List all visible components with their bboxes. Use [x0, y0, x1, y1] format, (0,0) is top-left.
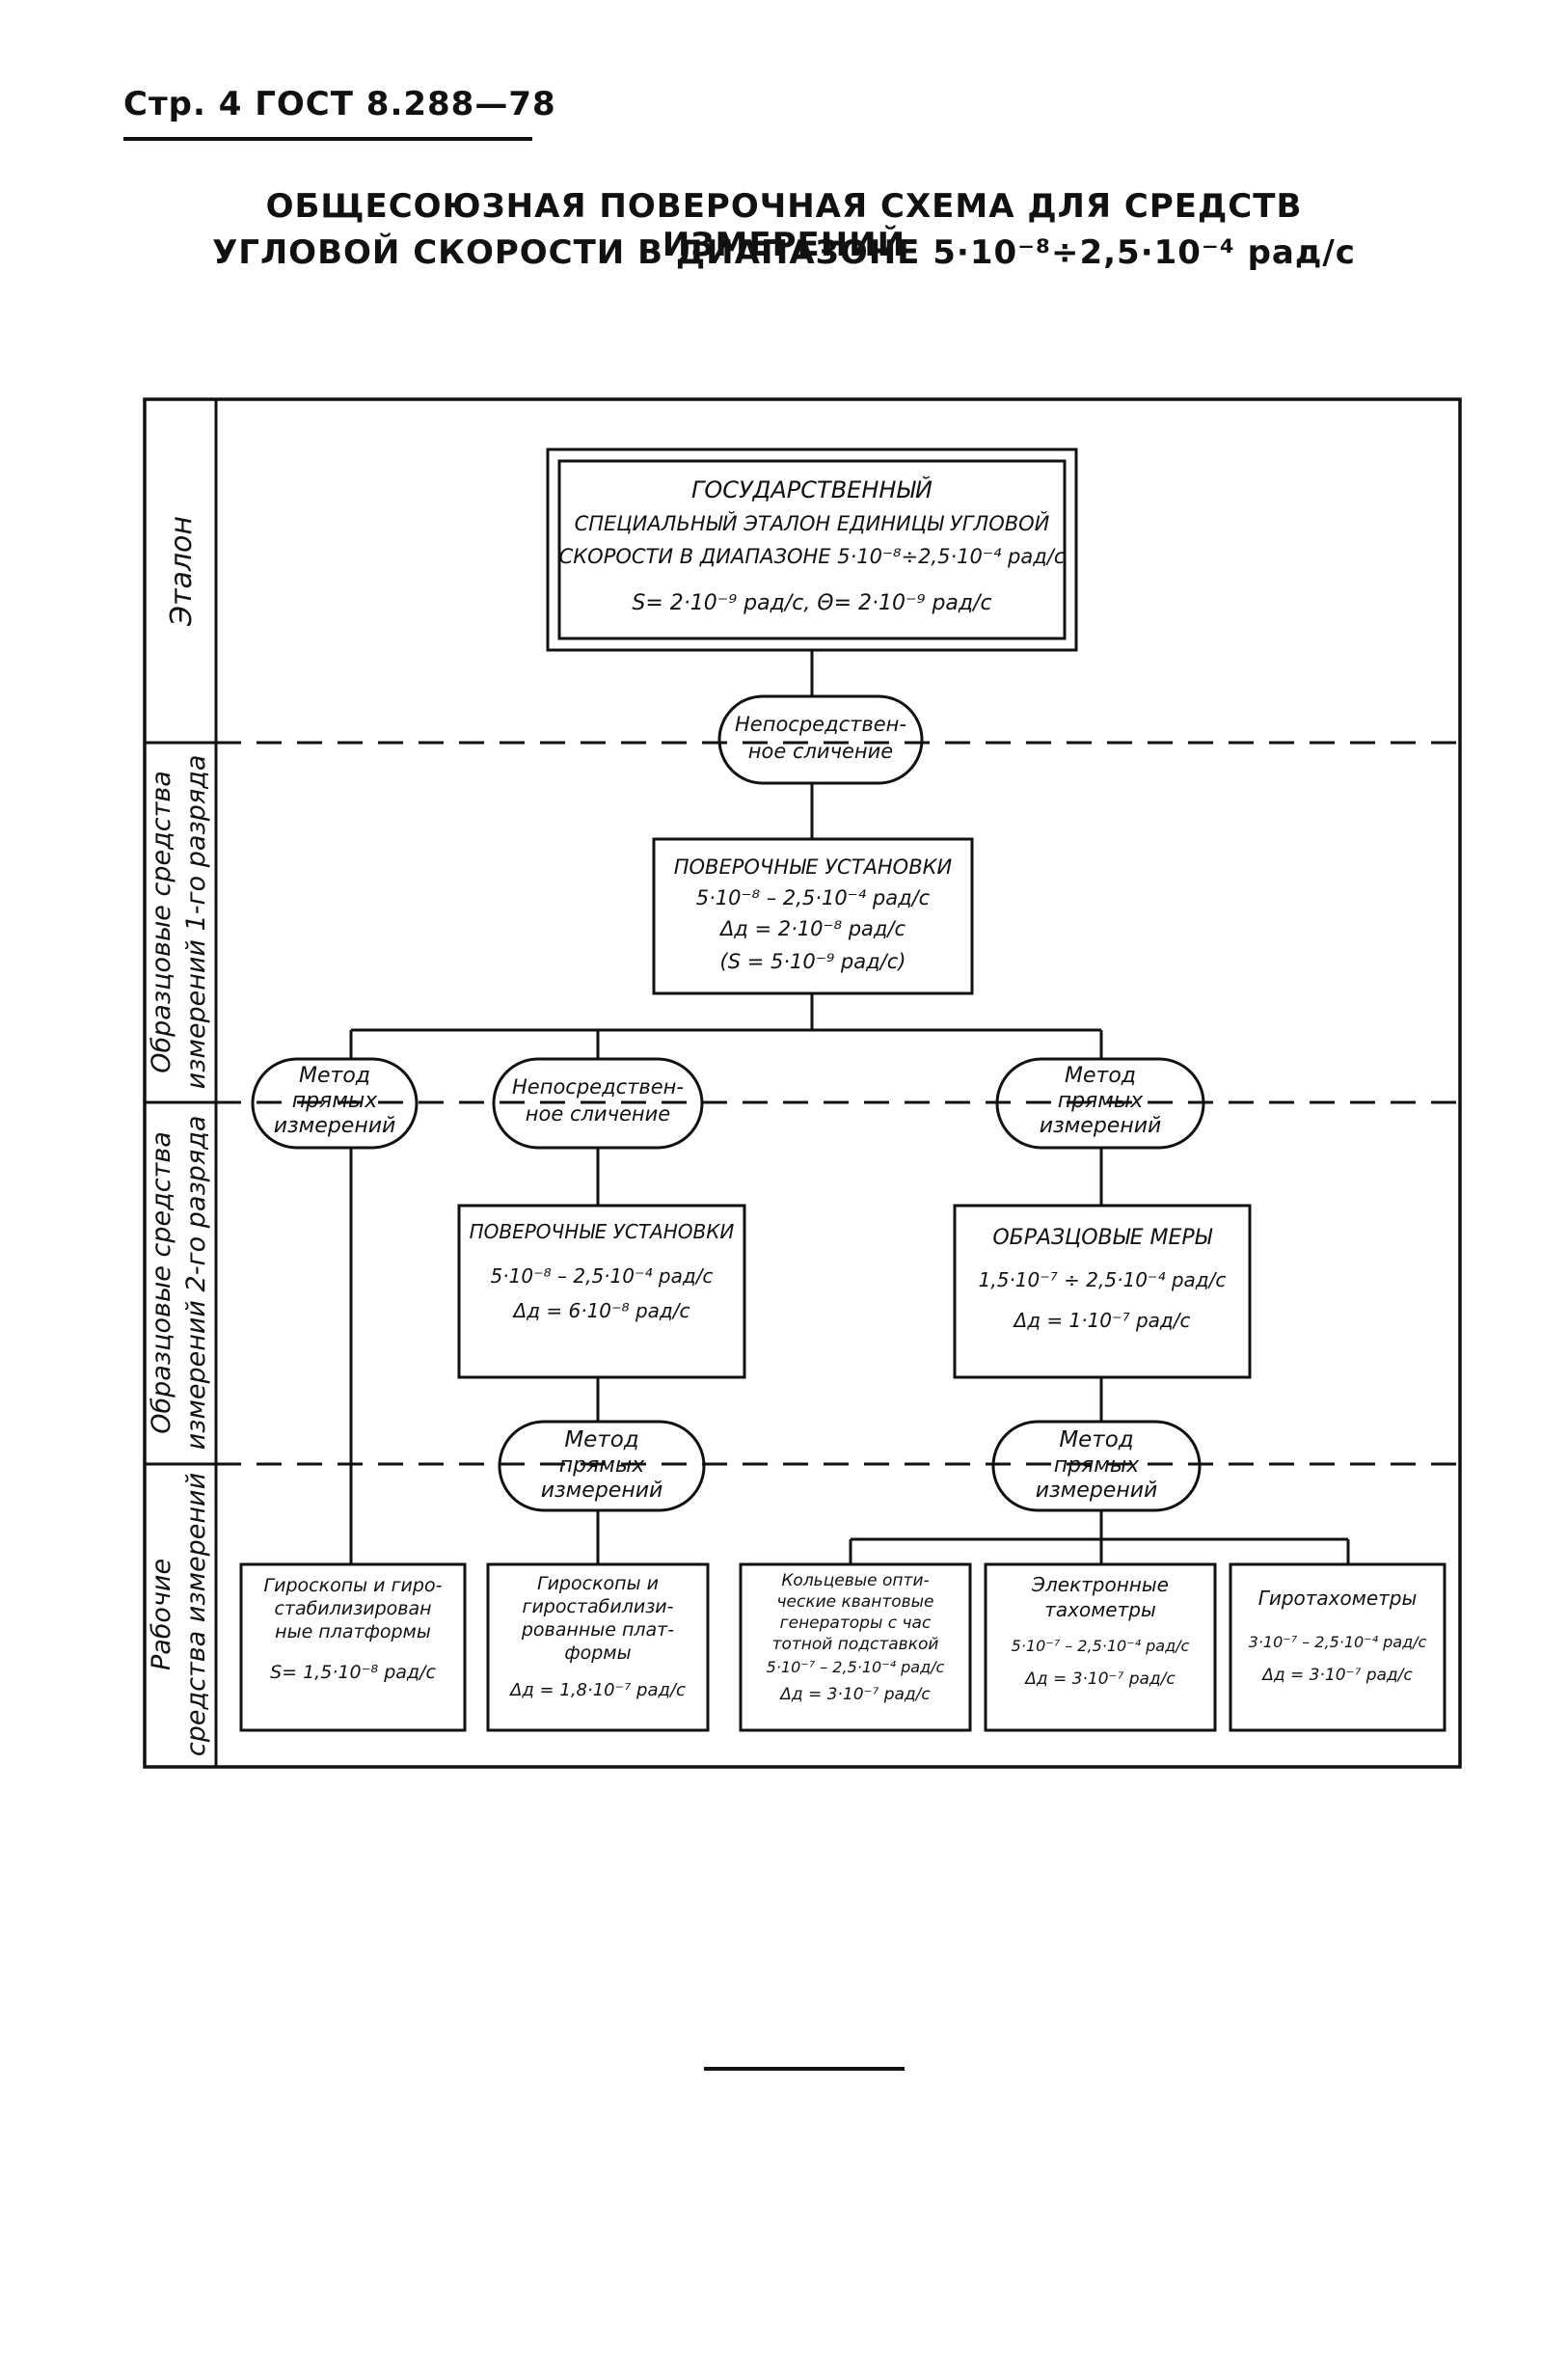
page-title-line-1: ОБЩЕСОЮЗНАЯ ПОВЕРОЧНАЯ СХЕМА ДЛЯ СРЕДСТВ…	[265, 187, 1303, 264]
work5-text-3: Δд = 3·10⁻⁷ рад/с	[1260, 1666, 1413, 1685]
row-label-level2-a: Образцовые средства	[147, 1131, 176, 1434]
etalon-text-4: S= 2·10⁻⁹ рад/с, Θ= 2·10⁻⁹ рад/с	[632, 591, 991, 615]
work4-text-3: 5·10⁻⁷ – 2,5·10⁻⁴ рад/с	[1012, 1637, 1190, 1655]
etalon-text-1: ГОСУДАРСТВЕННЫЙ	[691, 475, 933, 503]
work-box-gyroscopes-platforms	[239, 1562, 467, 1732]
work2-text-3: рованные плат-	[521, 1619, 674, 1641]
method-direct-comparison-1-text-1: Непосредствен-	[735, 713, 906, 736]
row-label-etalon: Эталон	[165, 516, 199, 627]
method-direct-measurement-left	[251, 1057, 419, 1150]
work5-text-2: 3·10⁻⁷ – 2,5·10⁻⁴ рад/с	[1249, 1633, 1427, 1651]
setup-box-level2	[457, 1204, 746, 1379]
work-box-gyrotachometers	[1229, 1562, 1446, 1732]
work3-text-1: Кольцевые опти-	[781, 1571, 929, 1590]
row-label-working-b: средства измерений	[181, 1473, 211, 1756]
measures-text-2: 1,5·10⁻⁷ ÷ 2,5·10⁻⁴ рад/с	[979, 1268, 1227, 1291]
work1-text-3: ные платформы	[275, 1621, 431, 1642]
etalon-text-2: СПЕЦИАЛЬНЫЙ ЭТАЛОН ЕДИНИЦЫ УГЛОВОЙ	[575, 511, 1050, 535]
diagram-frame	[143, 397, 1462, 1769]
method-right-text-1: Метод	[1065, 1064, 1136, 1088]
method-mid-text-2: прямых	[559, 1453, 646, 1478]
work3-text-4: тотной подставкой	[772, 1635, 939, 1654]
method-direct-measurement-mid	[498, 1420, 706, 1512]
row-label-level1-b: измерений 1-го разряда	[181, 755, 211, 1090]
bottom-rule	[704, 2067, 905, 2071]
row-label-level2-b: измерений 2-го разряда	[181, 1116, 211, 1451]
work-box-ring-laser-generators	[739, 1562, 972, 1732]
work2-text-4: формы	[564, 1642, 631, 1664]
work2-text-2: гиростабилизи-	[522, 1596, 673, 1617]
method-left-text-2: прямых	[292, 1089, 379, 1113]
method-direct-comparison-1	[717, 694, 924, 785]
work3-text-5: 5·10⁻⁷ – 2,5·10⁻⁴ рад/с	[767, 1658, 945, 1676]
work4-text-2: тахометры	[1044, 1598, 1156, 1621]
etalon-text-3: СКОРОСТИ В ДИАПАЗОНЕ 5·10⁻⁸÷2,5·10⁻⁴ рад…	[559, 545, 1066, 568]
header-rule	[123, 137, 532, 141]
measures-text-3: Δд = 1·10⁻⁷ рад/с	[1013, 1309, 1191, 1332]
work-box-electronic-tachometers	[984, 1562, 1217, 1732]
work2-text-5: Δд = 1,8·10⁻⁷ рад/с	[508, 1680, 686, 1700]
work5-text-1: Гиротахометры	[1258, 1587, 1418, 1610]
work2-text-1: Гироскопы и	[537, 1573, 659, 1594]
work1-text-4: S= 1,5·10⁻⁸ рад/с	[270, 1662, 436, 1683]
setup1-text-2: 5·10⁻⁸ – 2,5·10⁻⁴ рад/с	[696, 886, 931, 909]
work4-text-1: Электронные	[1031, 1573, 1169, 1596]
page-title-line-2: УГЛОВОЙ СКОРОСТИ В ДИАПАЗОНЕ 5·10⁻⁸÷2,5·…	[212, 233, 1356, 272]
work3-text-2: ческие квантовые	[776, 1592, 933, 1612]
setup2-text-3: Δд = 6·10⁻⁸ рад/с	[512, 1299, 690, 1322]
work4-text-4: Δд = 3·10⁻⁷ рад/с	[1023, 1669, 1176, 1689]
method-direct-comparison-1-text-2: ное сличение	[748, 740, 893, 763]
method-direct-measurement-right-2	[991, 1420, 1202, 1512]
setup2-text-1: ПОВЕРОЧНЫЕ УСТАНОВКИ	[470, 1220, 735, 1243]
setup1-text-4: (S = 5·10⁻⁹ рад/с)	[720, 950, 906, 973]
method-direct-comparison-2-text-1: Непосредствен-	[512, 1075, 684, 1099]
setup1-text-3: Δд = 2·10⁻⁸ рад/с	[718, 917, 906, 940]
setup2-text-2: 5·10⁻⁸ – 2,5·10⁻⁴ рад/с	[491, 1264, 714, 1288]
method-left-text-3: измерений	[274, 1114, 396, 1138]
method-direct-comparison-2-text-2: ное сличение	[526, 1102, 670, 1126]
method-mid-text-1: Метод	[564, 1427, 638, 1452]
work1-text-2: стабилизирован	[274, 1598, 431, 1619]
work1-text-1: Гироскопы и гиро-	[264, 1575, 443, 1596]
page-header: Стр. 4 ГОСТ 8.288—78	[123, 85, 556, 123]
method-right2-text-2: прямых	[1054, 1453, 1141, 1478]
method-left-text-1: Метод	[299, 1064, 370, 1088]
method-mid-text-3: измерений	[541, 1479, 663, 1503]
work3-text-6: Δд = 3·10⁻⁷ рад/с	[778, 1685, 931, 1704]
method-right-text-2: прямых	[1058, 1089, 1145, 1113]
work-box-gyrostabilized-platforms	[486, 1562, 710, 1732]
etalon-box-inner	[557, 459, 1067, 640]
work3-text-3: генераторы с час	[780, 1614, 932, 1633]
row-label-working-a: Рабочие	[147, 1559, 176, 1670]
measures-text-1: ОБРАЗЦОВЫЕ МЕРЫ	[992, 1226, 1212, 1250]
method-right2-text-3: измерений	[1036, 1479, 1158, 1503]
method-right-text-3: измерений	[1040, 1114, 1162, 1138]
row-label-level1-a: Образцовые средства	[147, 771, 176, 1073]
setup1-text-1: ПОВЕРОЧНЫЕ УСТАНОВКИ	[674, 855, 953, 879]
method-right2-text-1: Метод	[1059, 1427, 1133, 1452]
